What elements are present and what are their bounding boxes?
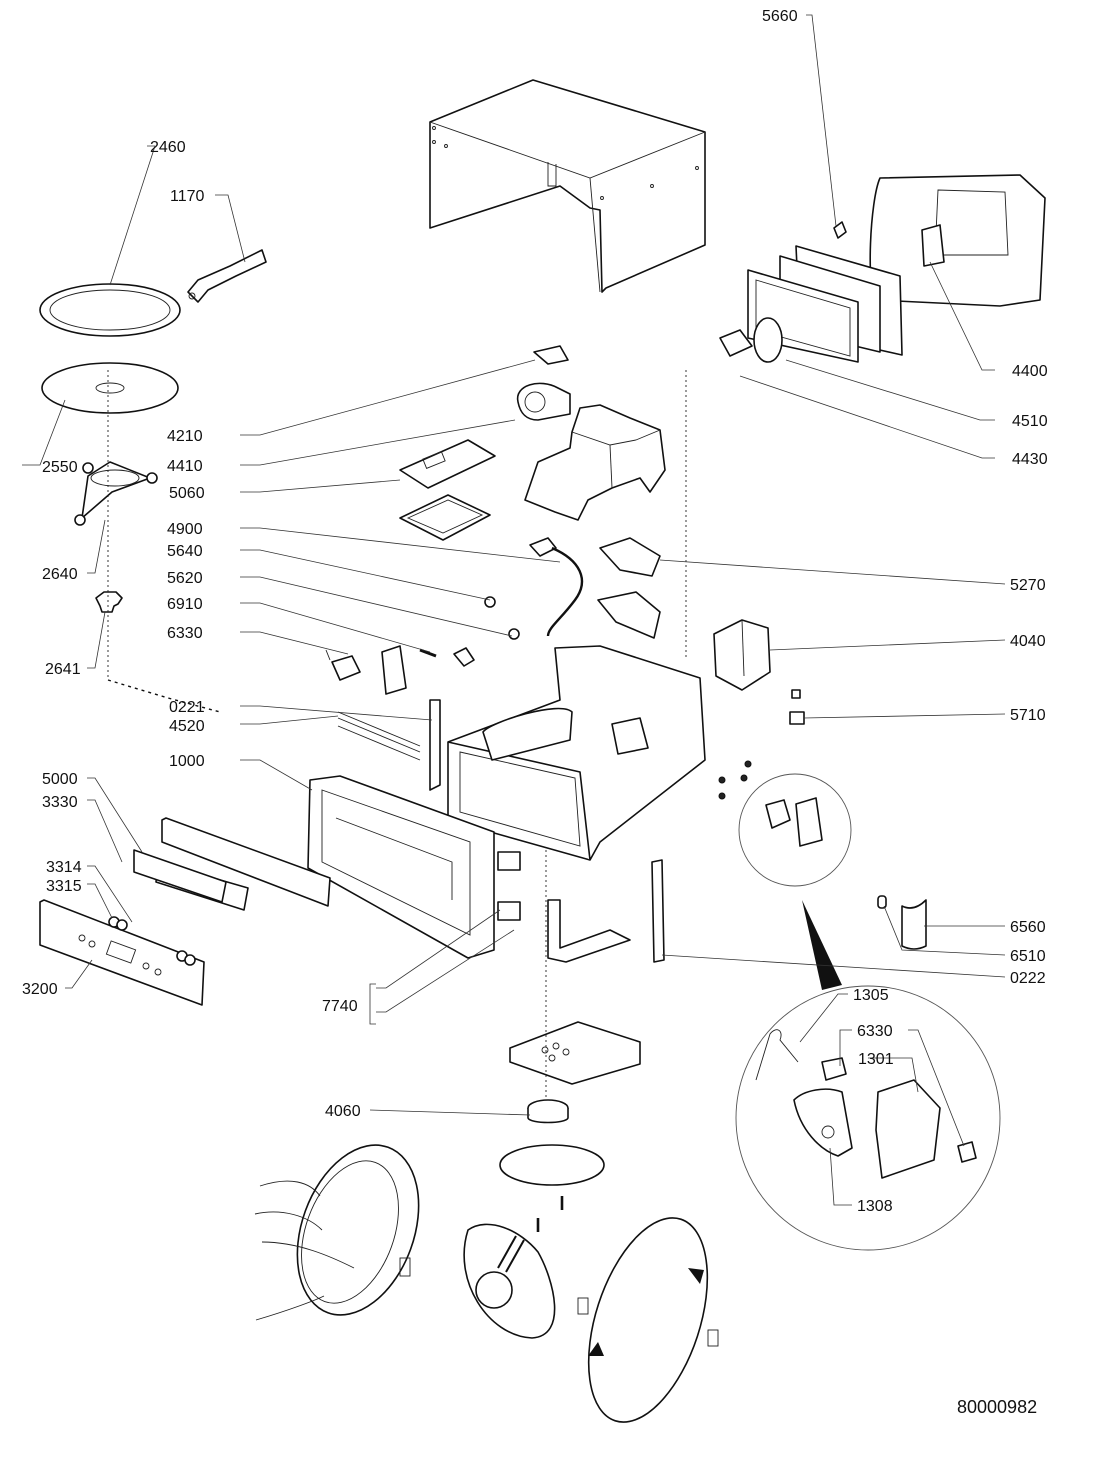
door-frame-strip bbox=[429, 699, 441, 791]
switch-assembly-left bbox=[325, 645, 407, 695]
turntable-glass-plate bbox=[39, 283, 181, 337]
air-duct bbox=[524, 404, 666, 521]
lamp-cover-6560 bbox=[901, 899, 927, 950]
label-2640: 2640 bbox=[42, 566, 78, 583]
label-4410: 4410 bbox=[167, 458, 203, 475]
handle-part bbox=[187, 249, 267, 303]
heater-ring bbox=[719, 317, 783, 363]
label-5620: 5620 bbox=[167, 570, 203, 587]
base-plate bbox=[509, 1021, 641, 1085]
label-0221: 0221 bbox=[169, 699, 205, 716]
connector-5660 bbox=[833, 221, 847, 239]
switch-assembly-small bbox=[738, 773, 852, 887]
fuse-holder bbox=[789, 689, 805, 725]
label-6510: 6510 bbox=[1010, 948, 1046, 965]
lamp-6510 bbox=[877, 895, 887, 909]
turntable-motor bbox=[527, 1099, 569, 1124]
illustration-motor-cover bbox=[463, 1196, 564, 1339]
label-5270: 5270 bbox=[1010, 577, 1046, 594]
label-5660: 5660 bbox=[762, 8, 798, 25]
label-5060: 5060 bbox=[169, 485, 205, 502]
top-module bbox=[533, 345, 569, 365]
label-4520: 4520 bbox=[169, 718, 205, 735]
label-1305: 1305 bbox=[853, 987, 889, 1004]
control-frame bbox=[133, 817, 331, 911]
label-4510: 4510 bbox=[1012, 413, 1048, 430]
knobs bbox=[108, 916, 196, 966]
control-pcb bbox=[399, 439, 496, 489]
hinge-brackets bbox=[497, 851, 521, 921]
magnetron-shield bbox=[869, 174, 1046, 307]
label-4430: 4430 bbox=[1012, 451, 1048, 468]
transformer-bracket bbox=[597, 537, 661, 639]
detail-labels: 1305 6330 1301 1308 bbox=[853, 987, 894, 1215]
label-3315: 3315 bbox=[46, 878, 82, 895]
label-1000: 1000 bbox=[169, 753, 205, 770]
label-3330: 3330 bbox=[42, 794, 78, 811]
label-5640: 5640 bbox=[167, 543, 203, 560]
label-5710: 5710 bbox=[1010, 707, 1046, 724]
label-7740: 7740 bbox=[322, 998, 358, 1015]
door-latch-rail bbox=[547, 859, 665, 963]
illustration-cutting-ring bbox=[254, 1144, 420, 1321]
label-5000: 5000 bbox=[42, 771, 78, 788]
label-2460: 2460 bbox=[150, 139, 186, 156]
label-1308: 1308 bbox=[857, 1198, 893, 1215]
hv-transformer bbox=[713, 619, 771, 691]
heating-rods bbox=[337, 711, 421, 761]
label-4060: 4060 bbox=[325, 1103, 361, 1120]
leader-lines bbox=[22, 14, 1006, 1206]
detail-view-circle bbox=[735, 985, 1001, 1251]
turntable-tray bbox=[41, 362, 179, 414]
label-1170: 1170 bbox=[170, 188, 205, 205]
oven-body-cavity bbox=[447, 645, 706, 861]
label-6330-detail: 6330 bbox=[857, 1023, 893, 1040]
label-4900: 4900 bbox=[167, 521, 203, 538]
roller-ring bbox=[74, 461, 158, 526]
document-number: 80000982 bbox=[957, 1397, 1037, 1417]
screws bbox=[718, 760, 752, 800]
label-1301: 1301 bbox=[858, 1051, 894, 1068]
label-6560: 6560 bbox=[1010, 919, 1046, 936]
label-3200: 3200 bbox=[22, 981, 58, 998]
power-cord bbox=[529, 537, 584, 637]
detail-pointer bbox=[802, 900, 842, 990]
label-6910: 6910 bbox=[167, 596, 203, 613]
outer-casing bbox=[429, 79, 706, 293]
label-2641: 2641 bbox=[45, 661, 81, 678]
motor-gasket bbox=[499, 1144, 605, 1186]
label-3314: 3314 bbox=[46, 859, 82, 876]
part-labels: 2460 1170 2550 2640 2641 4210 4410 5060 … bbox=[22, 8, 1048, 1120]
coupler bbox=[95, 591, 123, 613]
label-4040: 4040 bbox=[1010, 633, 1046, 650]
fan-motor bbox=[516, 382, 571, 421]
small-parts-center bbox=[419, 596, 520, 667]
label-0222: 0222 bbox=[1010, 970, 1046, 987]
control-panel-fascia bbox=[39, 899, 205, 1006]
label-4210: 4210 bbox=[167, 428, 203, 445]
label-2550: 2550 bbox=[42, 459, 78, 476]
label-4400: 4400 bbox=[1012, 363, 1048, 380]
illustration-ring-arrows bbox=[577, 1217, 719, 1423]
door-assembly bbox=[307, 775, 495, 959]
label-6330: 6330 bbox=[167, 625, 203, 642]
pcb-tray bbox=[399, 494, 491, 541]
